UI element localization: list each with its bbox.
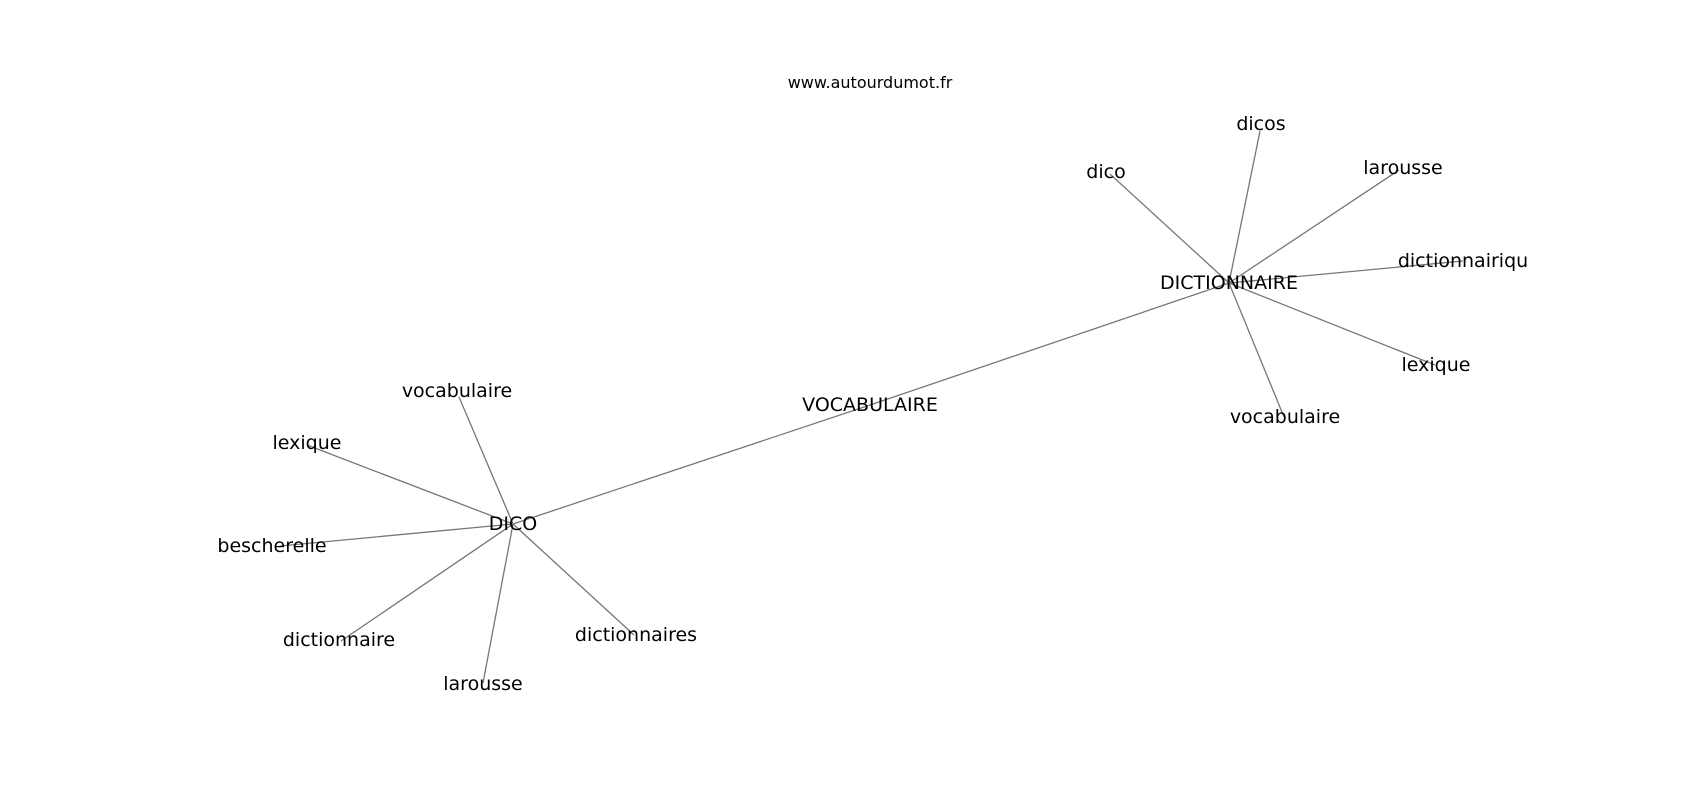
edge-dictionnaire-larousse	[1228, 169, 1400, 284]
node-word-dico[interactable]: dico	[1086, 161, 1125, 183]
node-word-dictionnairiqu[interactable]: dictionnairiqu	[1398, 250, 1528, 272]
node-word-larousse-2[interactable]: larousse	[1363, 157, 1442, 179]
node-hub-dico[interactable]: DICO	[489, 513, 537, 535]
node-word-larousse[interactable]: larousse	[443, 673, 522, 695]
nodes: VOCABULAIRE DICO DICTIONNAIRE vocabulair…	[217, 113, 1528, 695]
node-word-lexique-2[interactable]: lexique	[1402, 354, 1471, 376]
node-word-dictionnaires[interactable]: dictionnaires	[575, 624, 697, 646]
edge-dictionnaire-dictionnairiqu	[1228, 260, 1464, 284]
node-word-lexique[interactable]: lexique	[273, 432, 342, 454]
edge-dico-vocabulaire	[458, 396, 514, 525]
edges	[279, 130, 1464, 684]
node-word-vocabulaire-2[interactable]: vocabulaire	[1230, 406, 1340, 428]
edge-dico-bescherelle	[279, 523, 514, 547]
edge-dico-lexique	[306, 444, 514, 525]
edge-vocabulaire-dico	[512, 404, 871, 525]
node-word-bescherelle[interactable]: bescherelle	[217, 535, 326, 557]
edge-dictionnaire-dico	[1109, 173, 1230, 284]
edge-dico-dictionnaire	[340, 523, 514, 642]
edge-vocabulaire-dictionnaire	[869, 282, 1230, 406]
edge-dico-larousse	[482, 523, 514, 684]
node-hub-dictionnaire[interactable]: DICTIONNAIRE	[1160, 272, 1298, 294]
edge-dico-dictionnaires	[512, 523, 635, 636]
edge-dictionnaire-vocabulaire	[1228, 282, 1285, 418]
node-word-dicos[interactable]: dicos	[1236, 113, 1285, 135]
node-word-vocabulaire[interactable]: vocabulaire	[402, 380, 512, 402]
edge-dictionnaire-lexique	[1228, 282, 1436, 366]
site-watermark[interactable]: www.autourdumot.fr	[788, 73, 953, 92]
node-hub-vocabulaire[interactable]: VOCABULAIRE	[802, 394, 938, 416]
node-word-dictionnaire[interactable]: dictionnaire	[283, 629, 395, 651]
edge-dictionnaire-dicos	[1228, 130, 1261, 284]
